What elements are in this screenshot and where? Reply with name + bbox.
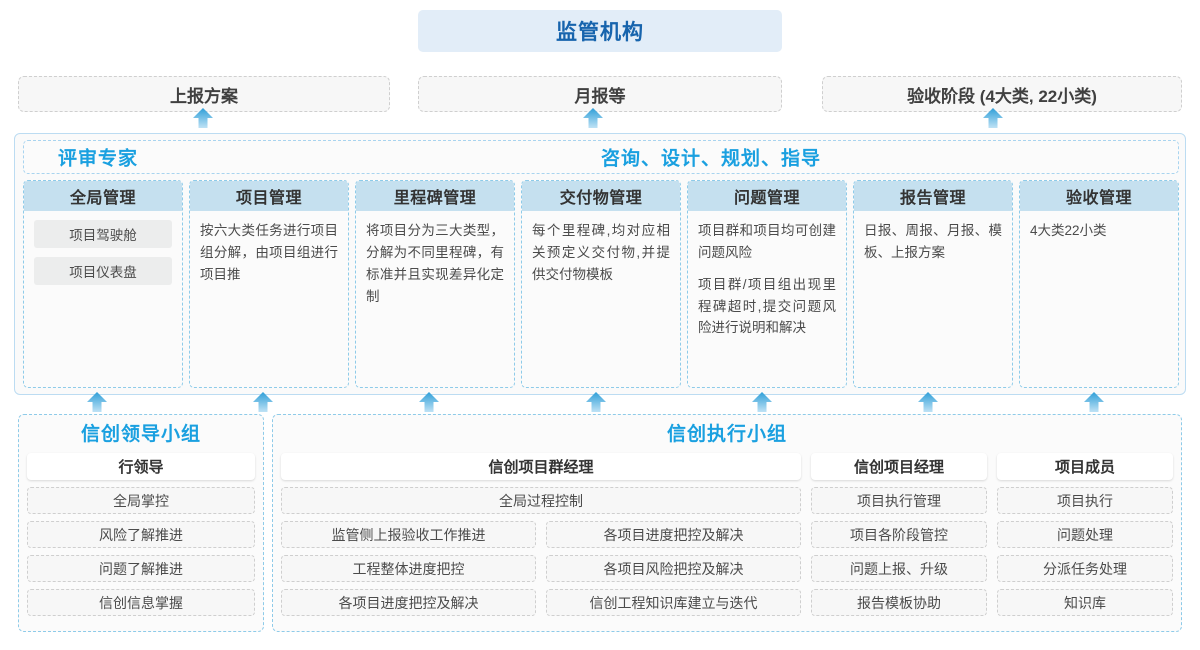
program-manager-task-list-right: 各项目进度把控及解决各项目风险把控及解决信创工程知识库建立与迭代 <box>546 521 801 616</box>
leadership-task[interactable]: 风险了解推进 <box>27 521 255 548</box>
arrow-up-icon <box>917 391 939 413</box>
report-label: 月报等 <box>574 86 626 106</box>
arrow-up-icon <box>1083 391 1105 413</box>
project-manager-task[interactable]: 项目各阶段管控 <box>811 521 987 548</box>
management-column-text: 4大类22小类 <box>1030 223 1107 238</box>
program-manager-task[interactable]: 信创工程知识库建立与迭代 <box>546 589 801 616</box>
feature-pill[interactable]: 项目驾驶舱 <box>34 220 172 248</box>
project-member-column: 项目成员 项目执行问题处理分派任务处理知识库 <box>997 453 1173 616</box>
regulator-label: 监管机构 <box>556 21 644 44</box>
management-column-header: 全局管理 <box>24 181 182 211</box>
middle-panel: 评审专家 咨询、设计、规划、指导 全局管理项目驾驶舱项目仪表盘项目管理按六大类任… <box>14 133 1186 395</box>
management-column: 问题管理项目群和项目均可创建问题风险项目群/项目组出现里程碑超时,提交问题风险进… <box>687 180 847 388</box>
arrow-up-icon <box>86 391 108 413</box>
report-box-acceptance-stage: 验收阶段 (4大类, 22小类) <box>822 76 1182 112</box>
management-column-text: 项目群和项目均可创建问题风险 <box>698 223 836 260</box>
leadership-group-panel: 信创领导小组 行领导 全局掌控风险了解推进问题了解推进信创信息掌握 <box>18 414 264 632</box>
management-column-text: 项目群/项目组出现里程碑超时,提交问题风险进行说明和解决 <box>698 276 836 336</box>
management-column-body: 项目驾驶舱项目仪表盘 <box>24 211 182 387</box>
project-member-task-list: 项目执行问题处理分派任务处理知识库 <box>997 487 1173 616</box>
arrow-up-icon <box>192 107 214 129</box>
middle-panel-header: 评审专家 咨询、设计、规划、指导 <box>23 140 1179 174</box>
report-label: 验收阶段 (4大类, 22小类) <box>907 86 1097 106</box>
program-manager-task[interactable]: 监管侧上报验收工作推进 <box>281 521 536 548</box>
management-column: 验收管理 4大类22小类 <box>1019 180 1179 388</box>
project-member-task[interactable]: 分派任务处理 <box>997 555 1173 582</box>
leadership-task[interactable]: 全局掌控 <box>27 487 255 514</box>
review-experts-label: 评审专家 <box>58 148 139 170</box>
arrow-up-icon <box>585 391 607 413</box>
consulting-design-planning-label: 咨询、设计、规划、指导 <box>601 148 822 170</box>
management-column-header: 里程碑管理 <box>356 181 514 211</box>
task-global-process-control: 全局过程控制 <box>281 487 801 514</box>
feature-pill[interactable]: 项目仪表盘 <box>34 257 172 285</box>
management-column: 项目管理按六大类任务进行项目组分解，由项目组进行项目推 <box>189 180 349 388</box>
report-label: 上报方案 <box>170 86 238 106</box>
arrow-up-icon <box>982 107 1004 129</box>
leadership-task-list: 全局掌控风险了解推进问题了解推进信创信息掌握 <box>27 487 255 616</box>
management-column: 里程碑管理将项目分为三大类型，分解为不同里程碑，有标准并且实现差异化定制 <box>355 180 515 388</box>
management-column-body: 按六大类任务进行项目组分解，由项目组进行项目推 <box>190 211 348 387</box>
management-column-body: 日报、周报、月报、模板、上报方案 <box>854 211 1012 387</box>
leadership-task[interactable]: 问题了解推进 <box>27 555 255 582</box>
project-manager-task-list: 项目执行管理项目各阶段管控问题上报、升级报告模板协助 <box>811 487 987 616</box>
management-column-body: 将项目分为三大类型，分解为不同里程碑，有标准并且实现差异化定制 <box>356 211 514 387</box>
report-box-monthly-report: 月报等 <box>418 76 782 112</box>
execution-group-panel: 信创执行小组 信创项目群经理 全局过程控制 监管侧上报验收工作推进工程整体进度把… <box>272 414 1182 632</box>
project-member-task[interactable]: 知识库 <box>997 589 1173 616</box>
execution-group-title: 信创执行小组 <box>666 424 787 445</box>
program-manager-task[interactable]: 各项目进度把控及解决 <box>281 589 536 616</box>
program-manager-task-list-left: 监管侧上报验收工作推进工程整体进度把控各项目进度把控及解决 <box>281 521 536 616</box>
role-project-member: 项目成员 <box>997 453 1173 480</box>
management-column-header: 问题管理 <box>688 181 846 211</box>
role-project-manager: 信创项目经理 <box>811 453 987 480</box>
management-column-text: 将项目分为三大类型，分解为不同里程碑，有标准并且实现差异化定制 <box>366 223 504 304</box>
management-column-text: 按六大类任务进行项目组分解，由项目组进行项目推 <box>200 223 338 282</box>
management-column-text: 每个里程碑,均对应相关预定义交付物,并提供交付物模板 <box>532 223 670 282</box>
leadership-group-title: 信创领导小组 <box>80 424 201 445</box>
project-manager-task[interactable]: 项目执行管理 <box>811 487 987 514</box>
project-manager-task[interactable]: 问题上报、升级 <box>811 555 987 582</box>
management-column: 全局管理项目驾驶舱项目仪表盘 <box>23 180 183 388</box>
program-manager-task[interactable]: 工程整体进度把控 <box>281 555 536 582</box>
arrow-up-icon <box>751 391 773 413</box>
program-manager-task[interactable]: 各项目进度把控及解决 <box>546 521 801 548</box>
project-manager-column: 信创项目经理 项目执行管理项目各阶段管控问题上报、升级报告模板协助 <box>811 453 987 616</box>
management-column: 报告管理日报、周报、月报、模板、上报方案 <box>853 180 1013 388</box>
management-column-header: 验收管理 <box>1020 181 1178 211</box>
management-column-header: 项目管理 <box>190 181 348 211</box>
project-manager-task[interactable]: 报告模板协助 <box>811 589 987 616</box>
program-manager-task[interactable]: 各项目风险把控及解决 <box>546 555 801 582</box>
role-bank-leadership: 行领导 <box>27 453 255 480</box>
management-column-header: 交付物管理 <box>522 181 680 211</box>
management-column: 交付物管理每个里程碑,均对应相关预定义交付物,并提供交付物模板 <box>521 180 681 388</box>
management-column-body: 4大类22小类 <box>1020 211 1178 387</box>
management-column-body: 项目群和项目均可创建问题风险项目群/项目组出现里程碑超时,提交问题风险进行说明和… <box>688 211 846 387</box>
arrow-up-icon <box>418 391 440 413</box>
management-column-text: 日报、周报、月报、模板、上报方案 <box>864 223 1002 260</box>
program-manager-column: 信创项目群经理 全局过程控制 监管侧上报验收工作推进工程整体进度把控各项目进度把… <box>281 453 801 616</box>
regulator-box: 监管机构 <box>418 10 782 52</box>
arrow-up-icon <box>252 391 274 413</box>
project-member-task[interactable]: 问题处理 <box>997 521 1173 548</box>
role-program-manager: 信创项目群经理 <box>281 453 801 480</box>
report-box-submission-plan: 上报方案 <box>18 76 390 112</box>
leadership-task[interactable]: 信创信息掌握 <box>27 589 255 616</box>
arrow-up-icon <box>582 107 604 129</box>
management-columns: 全局管理项目驾驶舱项目仪表盘项目管理按六大类任务进行项目组分解，由项目组进行项目… <box>23 180 1179 388</box>
project-member-task[interactable]: 项目执行 <box>997 487 1173 514</box>
management-column-body: 每个里程碑,均对应相关预定义交付物,并提供交付物模板 <box>522 211 680 387</box>
management-column-header: 报告管理 <box>854 181 1012 211</box>
